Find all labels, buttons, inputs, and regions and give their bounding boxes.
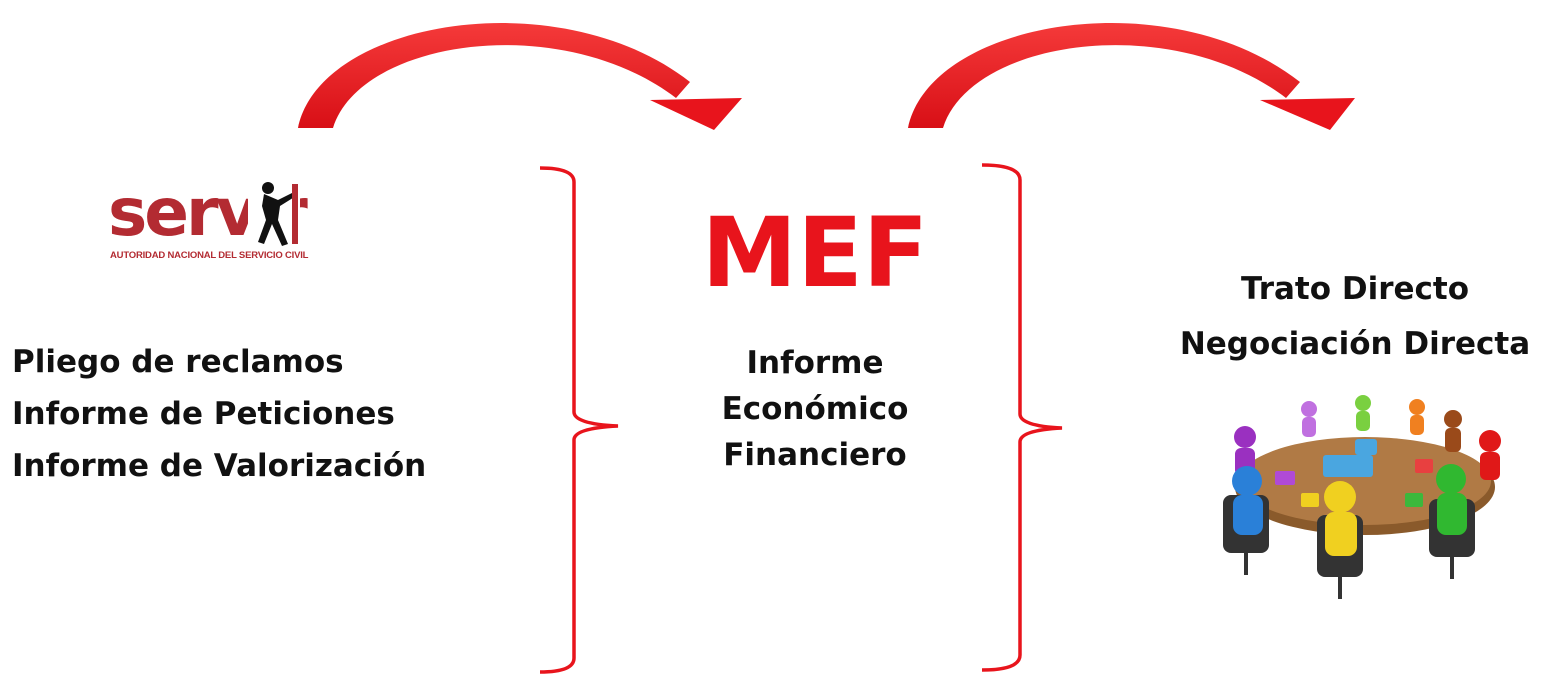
left-items-list: Pliego de reclamos Informe de Peticiones… [12,336,426,492]
list-item: Informe de Valorización [12,448,427,484]
meeting-table-illustration [1205,375,1520,607]
right-brace-1 [539,166,619,674]
mef-line: Económico [721,391,909,427]
right-line: Trato Directo [1240,271,1470,307]
right-line: Negociación Directa [1179,326,1531,362]
list-item: Pliego de reclamos [12,344,344,380]
mef-line: Financiero [723,437,907,473]
figure-pushing-icon [248,178,300,248]
list-item: Informe de Peticiones [12,396,395,432]
logo-subtitle: AUTORIDAD NACIONAL DEL SERVICIO CIVIL [110,250,309,261]
curved-arrow-1 [298,23,742,130]
right-title: Trato Directo Negociación Directa [1160,262,1550,372]
curved-arrow-2 [908,23,1355,130]
mef-title: MEF [701,197,929,309]
right-brace-2 [981,163,1063,672]
mef-description: Informe Económico Financiero [670,340,960,478]
mef-line: Informe [746,345,884,381]
